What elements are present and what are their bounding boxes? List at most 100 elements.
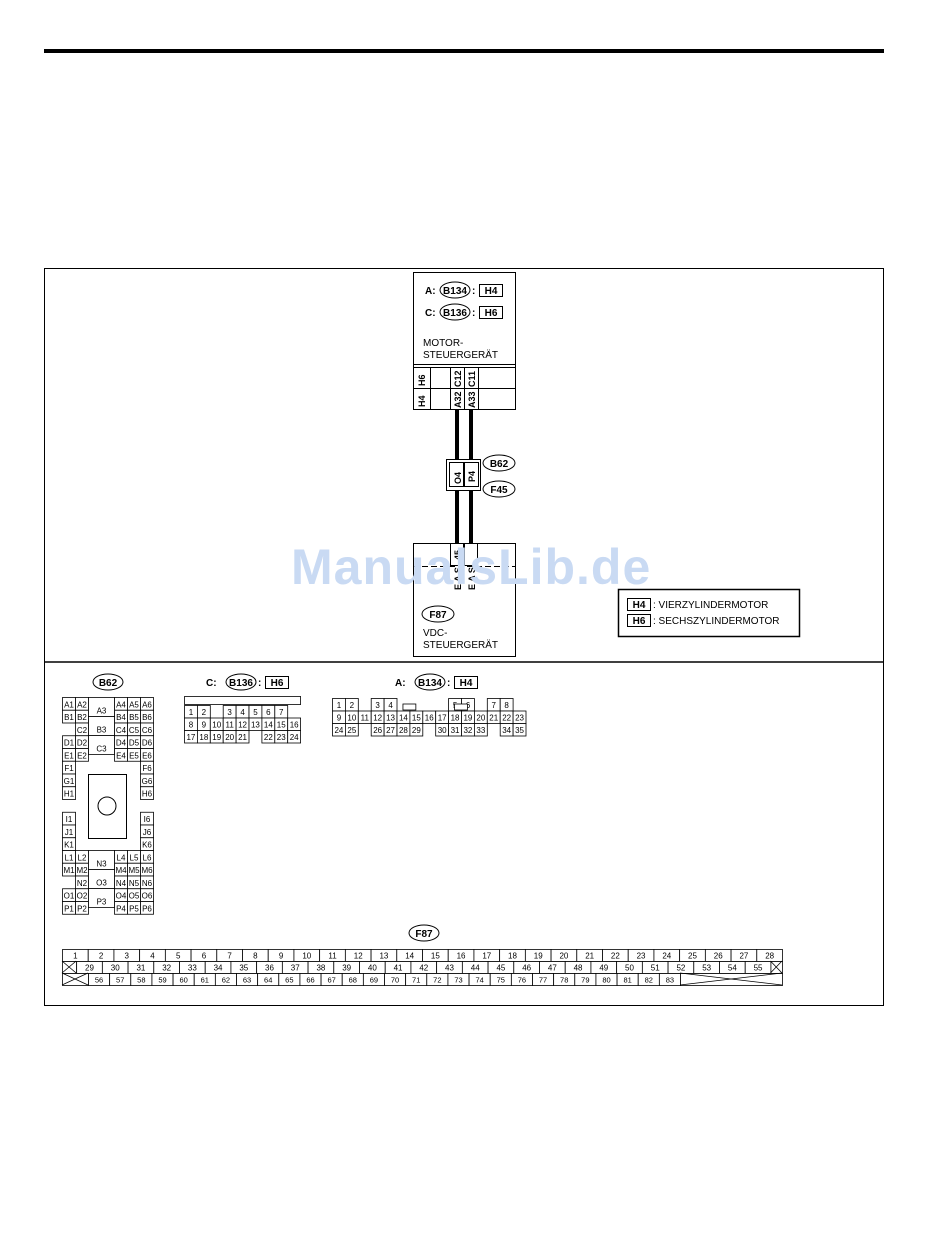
f87-pin-29: 29	[85, 964, 94, 973]
f87-pin-44: 44	[471, 964, 480, 973]
connector-face-b62: B62A1B1D1E1F1G1H1I1J1K1L1M1O1P1A2B2C2D2E…	[62, 673, 154, 915]
b62-pin-A2: A2	[77, 700, 87, 709]
b62-pin-J6: J6	[143, 828, 152, 837]
b134-pin-28: 28	[399, 726, 408, 735]
joint-pin-o4: O4	[453, 472, 463, 484]
watermark: ManualsLib.de	[291, 539, 652, 595]
f87-pin-64: 64	[264, 976, 272, 985]
b136-pin-10: 10	[212, 721, 221, 730]
b136-pin-2: 2	[202, 708, 207, 717]
svg-text::: :	[472, 286, 475, 297]
b62-pin-L5: L5	[130, 853, 139, 862]
ecm-conn-c-variant: H6	[485, 308, 498, 319]
b62-pin-L1: L1	[65, 853, 74, 862]
f87-pin-70: 70	[391, 976, 399, 985]
b62-pin-A5: A5	[129, 700, 139, 709]
b136-pin-8: 8	[189, 721, 194, 730]
b134-pin-4: 4	[388, 701, 393, 710]
f87-pin-9: 9	[279, 952, 284, 961]
f87-pin-14: 14	[405, 952, 414, 961]
f87-pin-65: 65	[285, 976, 293, 985]
b62-pin-J1: J1	[65, 828, 74, 837]
f87-id: F87	[415, 929, 433, 940]
b136-pin-17: 17	[186, 733, 195, 742]
ecm-label-h4: H4	[417, 395, 427, 407]
b136-pin-5: 5	[253, 708, 258, 717]
legend-code-0: H4	[633, 600, 646, 611]
b134-pin-7: 7	[492, 701, 497, 710]
f87-pin-79: 79	[581, 976, 589, 985]
b62-pin-I1: I1	[66, 815, 73, 824]
f87-pin-63: 63	[243, 976, 251, 985]
top-rule	[44, 49, 884, 53]
ecm-pin-c12: C12	[453, 370, 463, 387]
b62-pin-G1: G1	[64, 777, 75, 786]
vdc-name-line1: VDC-	[423, 628, 447, 639]
b62-pin-B4: B4	[116, 713, 126, 722]
b134-pin-12: 12	[373, 714, 382, 723]
f87-pin-47: 47	[548, 964, 557, 973]
b62-pin-A4: A4	[116, 700, 126, 709]
b62-pin-N4: N4	[116, 879, 127, 888]
f87-pin-16: 16	[457, 952, 466, 961]
b62-pin-M5: M5	[128, 866, 140, 875]
ecm-conn-a-oval	[439, 281, 471, 299]
ecm-name-line2: STEUERGERÄT	[423, 349, 498, 361]
b136-variant: H6	[271, 678, 284, 689]
joint-pin-p4: P4	[467, 471, 477, 482]
f87-pin-8: 8	[253, 952, 258, 961]
b62-pin-E6: E6	[142, 751, 152, 760]
b134-pin-9: 9	[337, 714, 342, 723]
b62-pin-F1: F1	[64, 764, 74, 773]
f87-pin-11: 11	[328, 952, 337, 961]
f87-pin-75: 75	[497, 976, 505, 985]
b62-pin-O2: O2	[77, 892, 88, 901]
b62-pin-C6: C6	[142, 726, 153, 735]
b136-pin-9: 9	[202, 721, 207, 730]
b62-pin-P6: P6	[142, 904, 152, 913]
svg-text::: :	[258, 678, 261, 689]
b62-pin-E5: E5	[129, 751, 139, 760]
b62-pin-M2: M2	[76, 866, 88, 875]
f87-pin-42: 42	[419, 964, 428, 973]
b134-pin-24: 24	[334, 726, 343, 735]
f87-pin-24: 24	[662, 952, 671, 961]
b62-pin-K1: K1	[64, 841, 74, 850]
b62-pin-O1: O1	[64, 892, 75, 901]
f87-pin-10: 10	[302, 952, 311, 961]
f87-pin-82: 82	[645, 976, 653, 985]
b136-prefix: C:	[206, 678, 217, 689]
f87-pin-13: 13	[379, 952, 388, 961]
f87-pin-49: 49	[599, 964, 608, 973]
b134-pin-18: 18	[451, 714, 460, 723]
f87-pin-36: 36	[265, 964, 274, 973]
f87-pin-59: 59	[158, 976, 166, 985]
b62-pin-O6: O6	[142, 892, 153, 901]
b134-pin-21: 21	[489, 714, 498, 723]
legend-text-0: : VIERZYLINDERMOTOR	[653, 600, 768, 611]
b136-pin-22: 22	[264, 733, 273, 742]
b62-pin-O5: O5	[129, 892, 140, 901]
f87-pin-22: 22	[611, 952, 620, 961]
b134-pin-13: 13	[386, 714, 395, 723]
f87-pin-61: 61	[201, 976, 209, 985]
f87-pin-28: 28	[765, 952, 774, 961]
f87-pin-1: 1	[73, 952, 78, 961]
f87-pin-30: 30	[111, 964, 120, 973]
b62-pin-P5: P5	[129, 904, 139, 913]
f87-pin-18: 18	[508, 952, 517, 961]
ecm-conn-c-id: B136	[443, 308, 467, 319]
legend-code-1: H6	[633, 616, 646, 627]
ecm-conn-a-id: B134	[443, 286, 467, 297]
f87-pin-52: 52	[676, 964, 685, 973]
f87-pin-41: 41	[394, 964, 403, 973]
b62-pin-P2: P2	[77, 904, 87, 913]
ecm-conn-c-oval	[439, 303, 471, 321]
b62-pin-O4: O4	[116, 892, 127, 901]
f87-pin-46: 46	[522, 964, 531, 973]
b62-pin-G6: G6	[142, 777, 153, 786]
b136-pin-15: 15	[277, 721, 286, 730]
b62-pin-E1: E1	[64, 751, 74, 760]
